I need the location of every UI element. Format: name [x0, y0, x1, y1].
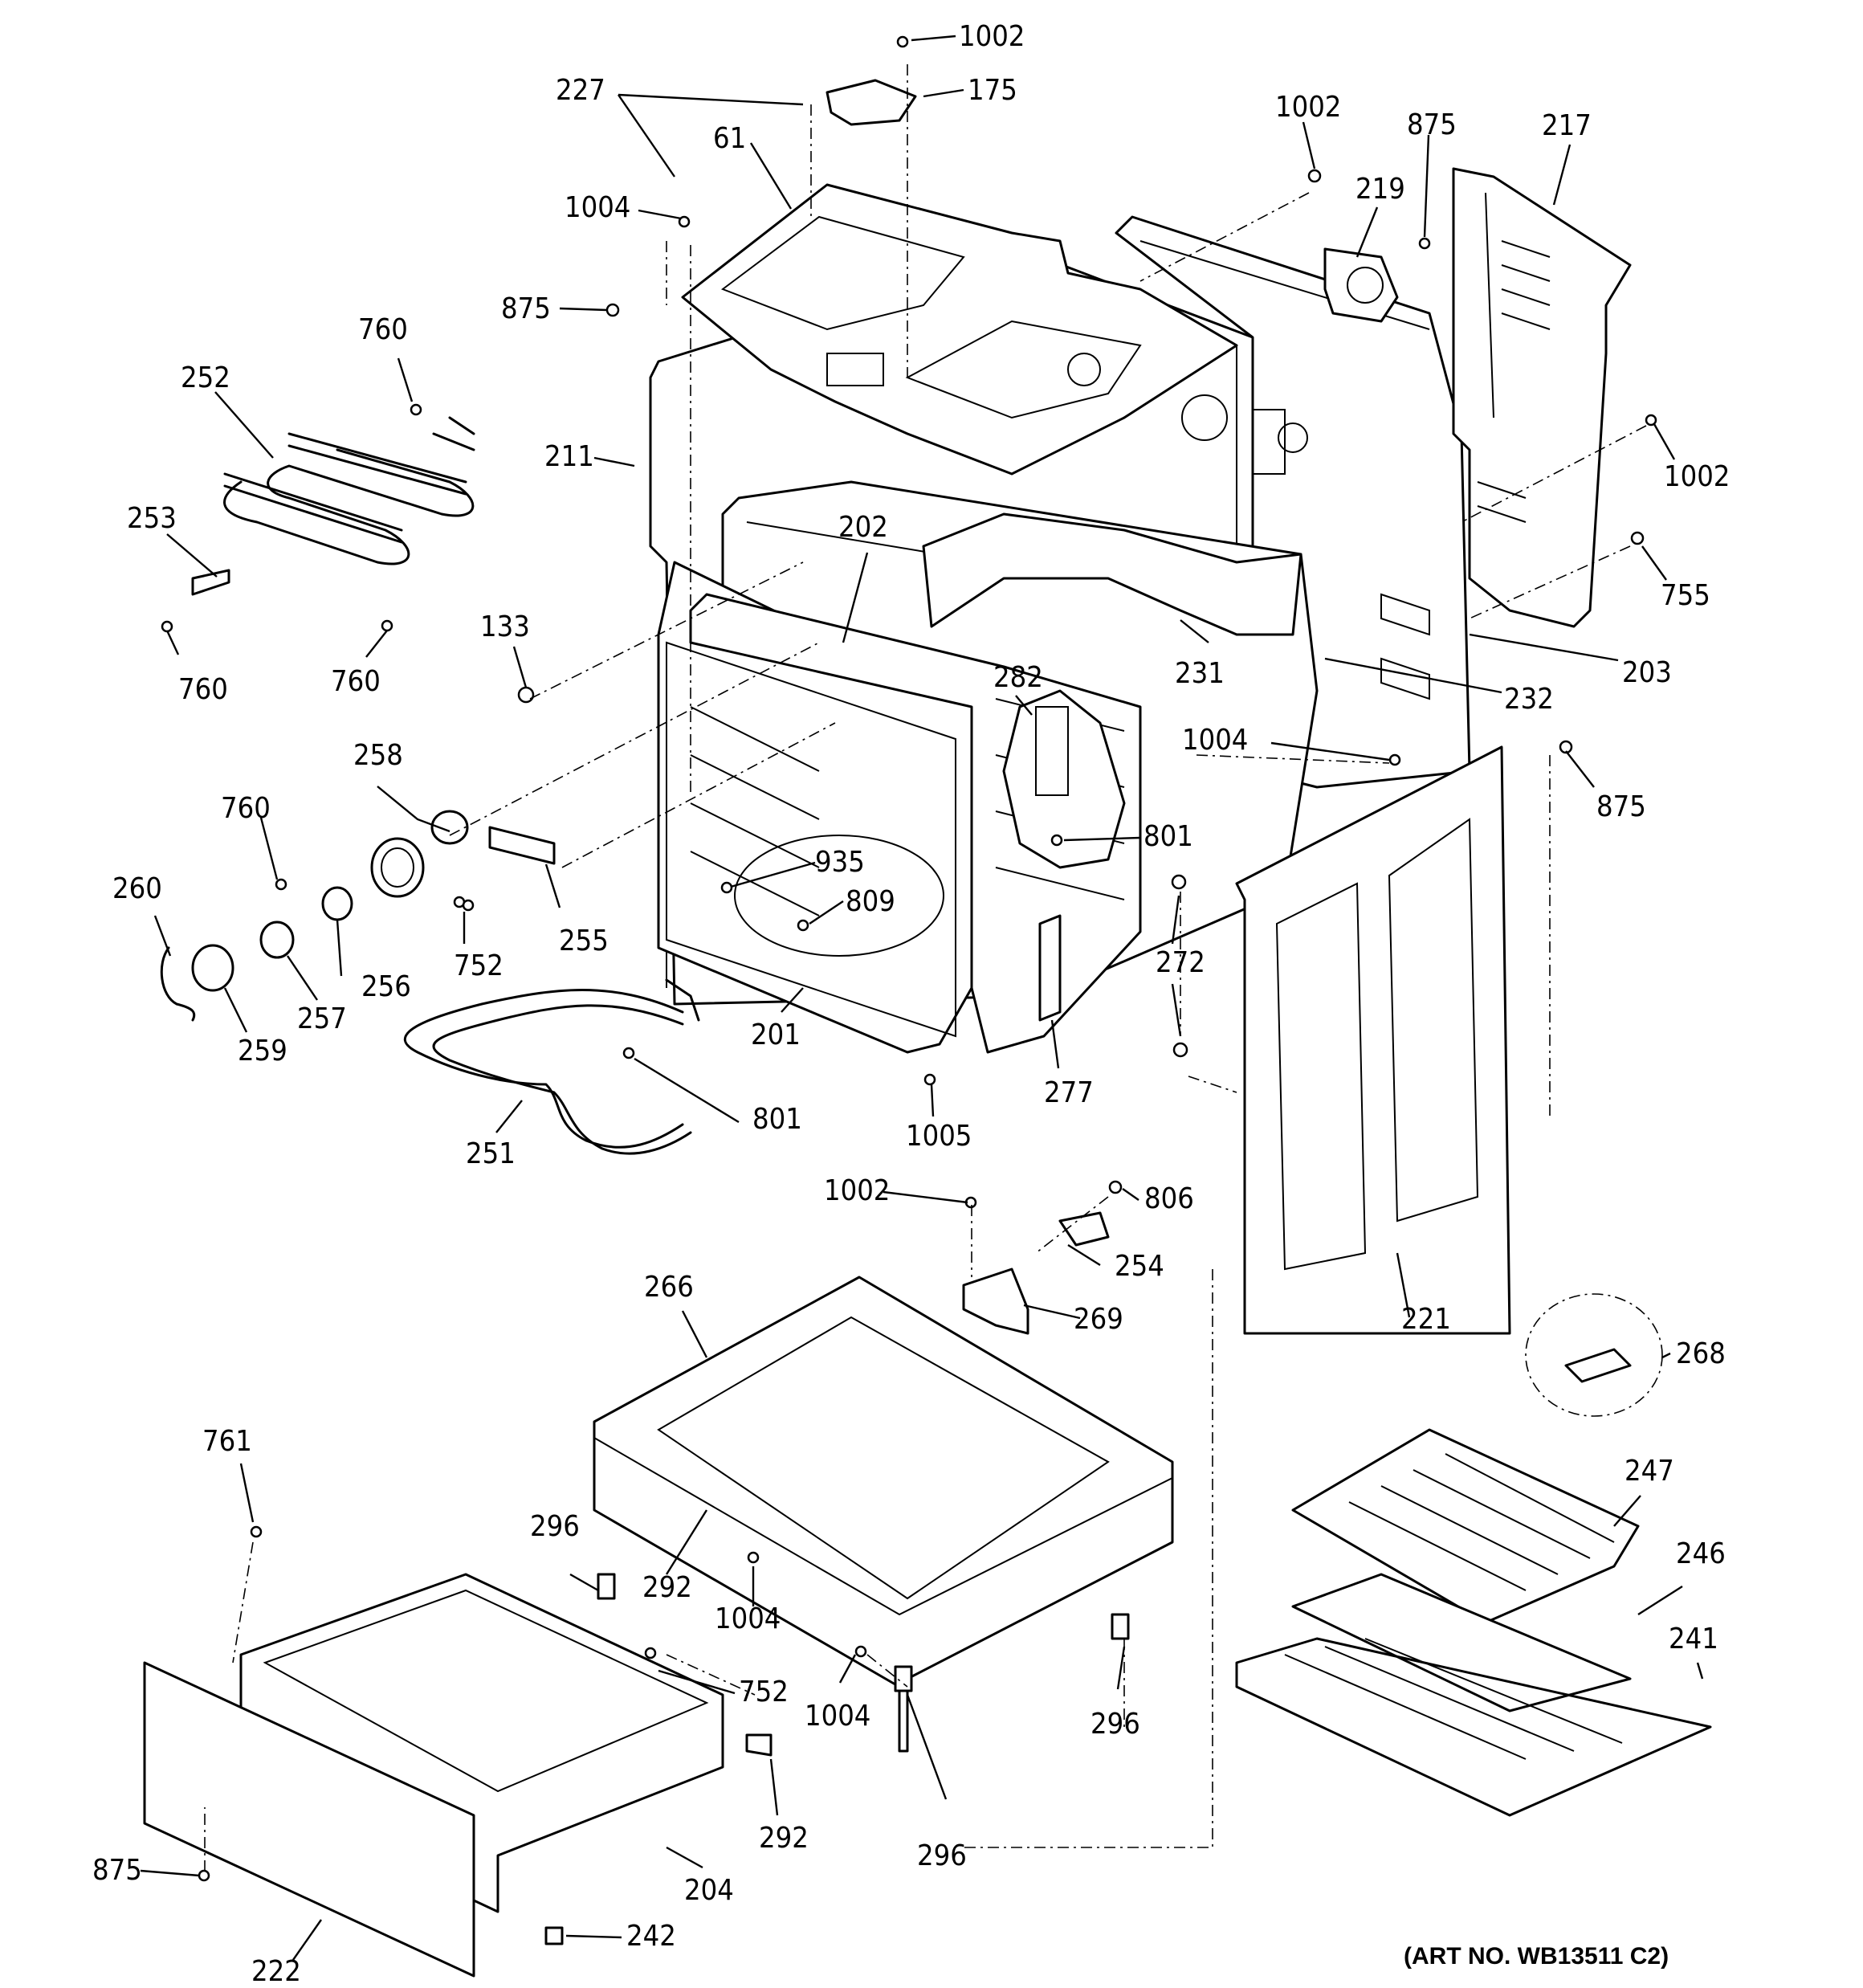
door-hinge-receptacle [1038, 914, 1062, 1022]
callout-217: 217 [1542, 109, 1592, 142]
vent-cover [826, 79, 917, 126]
broiler-pan [1291, 1573, 1632, 1712]
callout-1004: 1004 [805, 1700, 870, 1733]
callout-935: 935 [815, 846, 865, 879]
callout-801: 801 [1143, 820, 1193, 853]
callout-875: 875 [501, 292, 551, 325]
callout-755: 755 [1661, 579, 1710, 612]
side-panel [1235, 745, 1511, 1335]
callout-1002: 1002 [1664, 460, 1730, 493]
thermostat-knob [160, 944, 234, 1022]
callout-211: 211 [544, 440, 594, 473]
callout-255: 255 [559, 925, 609, 957]
light-switch-plate [488, 826, 556, 865]
callout-296: 296 [1090, 1708, 1140, 1741]
callout-202: 202 [838, 511, 888, 544]
callout-260: 260 [112, 872, 162, 905]
callout-219: 219 [1355, 173, 1405, 206]
callout-282: 282 [993, 661, 1043, 694]
callout-760: 760 [178, 673, 228, 706]
callout-204: 204 [684, 1874, 734, 1907]
broil-element [223, 416, 475, 565]
drawer-roller [1058, 1211, 1110, 1247]
callout-1002: 1002 [959, 20, 1025, 53]
callout-292: 292 [642, 1571, 692, 1604]
bake-element [403, 978, 700, 1155]
callout-760: 760 [331, 665, 381, 698]
callout-61: 61 [713, 122, 746, 155]
callout-203: 203 [1622, 656, 1672, 689]
callout-296: 296 [530, 1510, 580, 1543]
rack-slide-detail [1525, 1293, 1663, 1417]
callout-277: 277 [1044, 1076, 1094, 1109]
callout-227: 227 [556, 74, 605, 107]
art-number: (ART NO. WB13511 C2) [1404, 1943, 1669, 1970]
oven-rack [1235, 1637, 1712, 1817]
callout-1005: 1005 [906, 1120, 972, 1153]
callout-809: 809 [846, 885, 895, 918]
assembly-lines [204, 64, 1647, 1872]
terminal-block [1323, 247, 1399, 323]
top-panel [681, 183, 1238, 476]
callout-272: 272 [1156, 946, 1205, 979]
callout-760: 760 [221, 792, 271, 825]
duct-shield [922, 512, 1302, 636]
callout-761: 761 [202, 1425, 252, 1458]
callout-241: 241 [1669, 1623, 1718, 1655]
callout-266: 266 [644, 1271, 694, 1304]
callout-133: 133 [480, 610, 530, 643]
drawer-support [593, 1276, 1174, 1753]
drawer-glide [544, 1733, 773, 1945]
callout-296: 296 [917, 1839, 967, 1872]
callout-1002: 1002 [1275, 91, 1341, 124]
callout-760: 760 [358, 313, 408, 346]
callout-269: 269 [1074, 1303, 1123, 1336]
callout-1002: 1002 [824, 1174, 890, 1207]
thermostat [259, 810, 469, 959]
callout-806: 806 [1144, 1182, 1194, 1215]
callout-1004: 1004 [715, 1602, 781, 1635]
flue-duct [1002, 689, 1126, 869]
screws [161, 35, 1657, 1882]
callout-254: 254 [1115, 1250, 1164, 1283]
callout-251: 251 [466, 1137, 516, 1170]
callout-1004: 1004 [565, 191, 630, 224]
callout-752: 752 [739, 1676, 789, 1708]
callout-labels: 1002 175 227 61 1004 875 760 252 211 253… [92, 20, 1730, 1988]
callout-232: 232 [1504, 683, 1554, 716]
callout-875: 875 [92, 1854, 142, 1887]
callout-258: 258 [353, 739, 403, 772]
rear-cover-panel [1452, 167, 1632, 628]
callout-252: 252 [181, 361, 230, 394]
leveling-legs [597, 1573, 1130, 1692]
callout-175: 175 [968, 74, 1017, 107]
drawer-bracket [962, 1268, 1029, 1335]
callout-875: 875 [1596, 790, 1646, 823]
callout-253: 253 [127, 502, 177, 535]
callout-221: 221 [1401, 1303, 1451, 1336]
callout-268: 268 [1676, 1337, 1726, 1370]
callout-801: 801 [752, 1103, 802, 1136]
leader-lines [140, 35, 1704, 1961]
callout-259: 259 [238, 1035, 287, 1067]
callout-257: 257 [297, 1002, 347, 1035]
callout-231: 231 [1175, 657, 1225, 690]
callout-247: 247 [1625, 1455, 1674, 1488]
broil-bracket [191, 569, 230, 596]
callout-752: 752 [454, 949, 503, 982]
callout-242: 242 [626, 1920, 676, 1953]
callout-1004: 1004 [1182, 724, 1248, 757]
callout-201: 201 [751, 1018, 801, 1051]
callout-222: 222 [251, 1955, 301, 1988]
drawer-front [143, 1661, 475, 1978]
callout-875: 875 [1407, 108, 1457, 141]
callout-256: 256 [361, 970, 411, 1003]
callout-246: 246 [1676, 1537, 1726, 1570]
callout-292: 292 [759, 1822, 809, 1855]
